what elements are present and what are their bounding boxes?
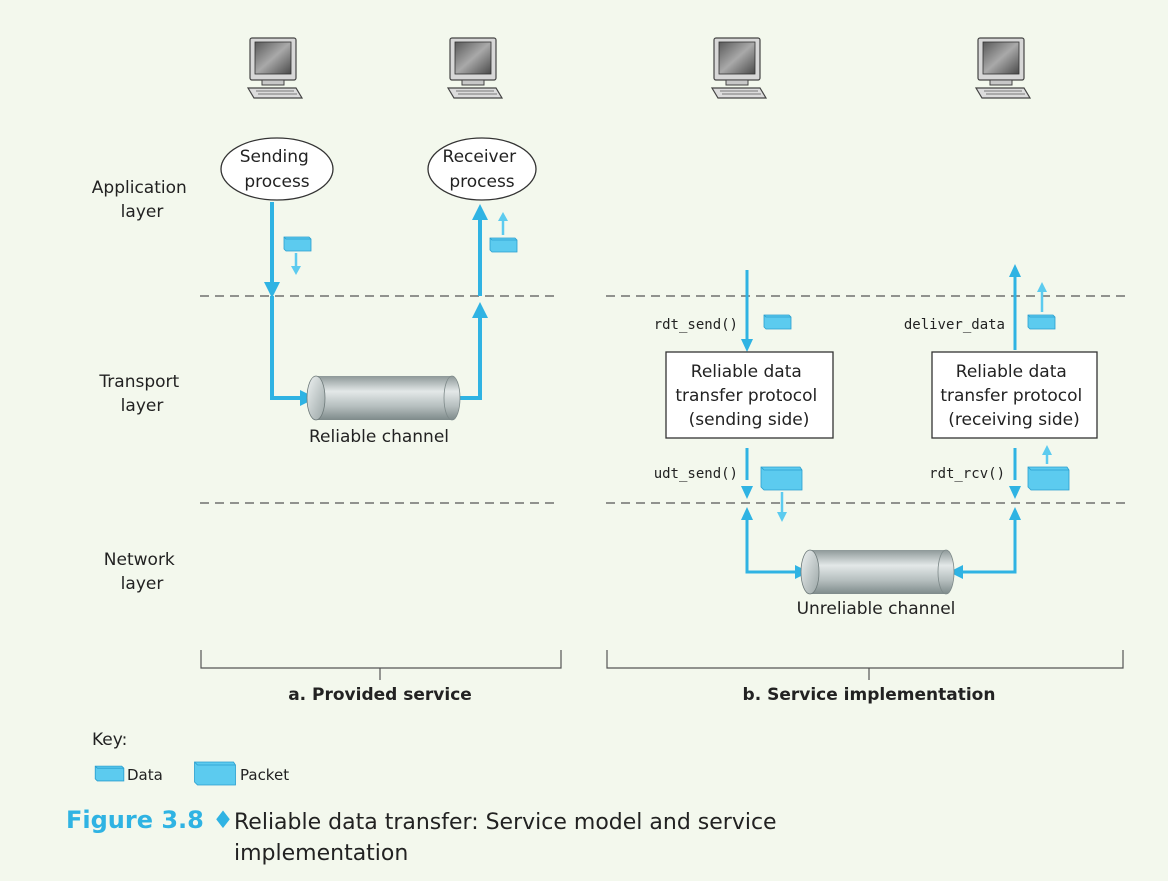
receiver-process: Receiver process bbox=[427, 137, 537, 201]
sending-process: Sending process bbox=[220, 137, 334, 201]
transport-layer-label: Transport layer bbox=[98, 372, 184, 416]
key-data-label: Data bbox=[127, 766, 163, 784]
data-down-icon bbox=[283, 236, 312, 252]
svg-text:Reliable data transfer p: Reliable data transfer protocol (receivi… bbox=[940, 362, 1087, 430]
impl-sender-path bbox=[745, 270, 796, 574]
rdt-send-label: rdt_send() bbox=[654, 317, 738, 333]
unreliable-channel-cylinder bbox=[800, 549, 955, 595]
provided-service-bracket bbox=[200, 650, 562, 680]
deliver-data-icon bbox=[1027, 314, 1056, 330]
udt-send-label: udt_send() bbox=[654, 466, 738, 482]
service-implementation-caption: b. Service implementation bbox=[743, 685, 996, 705]
impl-receiver-host-computer-icon bbox=[975, 37, 1031, 99]
figure-number: Figure 3.8 ♦ bbox=[66, 806, 234, 834]
rdt-rcv-packet-icon bbox=[1027, 466, 1070, 491]
unreliable-channel-label: Unreliable channel bbox=[797, 599, 956, 619]
impl-sender-host-computer-icon bbox=[711, 37, 767, 99]
impl-receiver-path bbox=[962, 276, 1017, 574]
diamond-icon: ♦ bbox=[212, 806, 234, 834]
reliable-channel-label: Reliable channel bbox=[309, 427, 449, 447]
layer-boundaries bbox=[200, 295, 1126, 504]
service-implementation-bracket bbox=[606, 650, 1124, 680]
provided-service-path bbox=[270, 202, 482, 400]
receiver-protocol-box: Reliable data transfer protocol (receivi… bbox=[931, 351, 1098, 439]
udt-send-packet-icon bbox=[760, 466, 803, 491]
key-data-icon bbox=[94, 765, 125, 782]
rdt-rcv-label: rdt_rcv() bbox=[929, 466, 1005, 482]
network-layer-label: Network layer bbox=[104, 550, 180, 594]
reliable-channel-cylinder bbox=[306, 375, 461, 421]
key-packet-label: Packet bbox=[240, 766, 289, 784]
key-packet-icon bbox=[194, 761, 236, 786]
rdt-send-data-icon bbox=[763, 314, 792, 330]
svg-text:Reliable data transfer p: Reliable data transfer protocol (sending… bbox=[675, 362, 822, 430]
key-title: Key: bbox=[92, 730, 127, 750]
deliver-data-label: deliver_data bbox=[904, 317, 1005, 333]
receiver-host-computer-icon bbox=[447, 37, 503, 99]
figure-caption: Reliable data transfer: Service model an… bbox=[234, 810, 777, 866]
sender-protocol-box: Reliable data transfer protocol (sending… bbox=[665, 351, 834, 439]
sender-host-computer-icon bbox=[247, 37, 303, 99]
data-up-icon bbox=[489, 237, 518, 253]
provided-service-caption: a. Provided service bbox=[288, 685, 472, 705]
svg-text:Sending process: Sending process bbox=[240, 147, 315, 192]
provided-arrowheads bbox=[264, 204, 488, 406]
svg-text:Receiver process: Receiver process bbox=[443, 147, 522, 192]
application-layer-label: Application layer bbox=[92, 178, 192, 222]
